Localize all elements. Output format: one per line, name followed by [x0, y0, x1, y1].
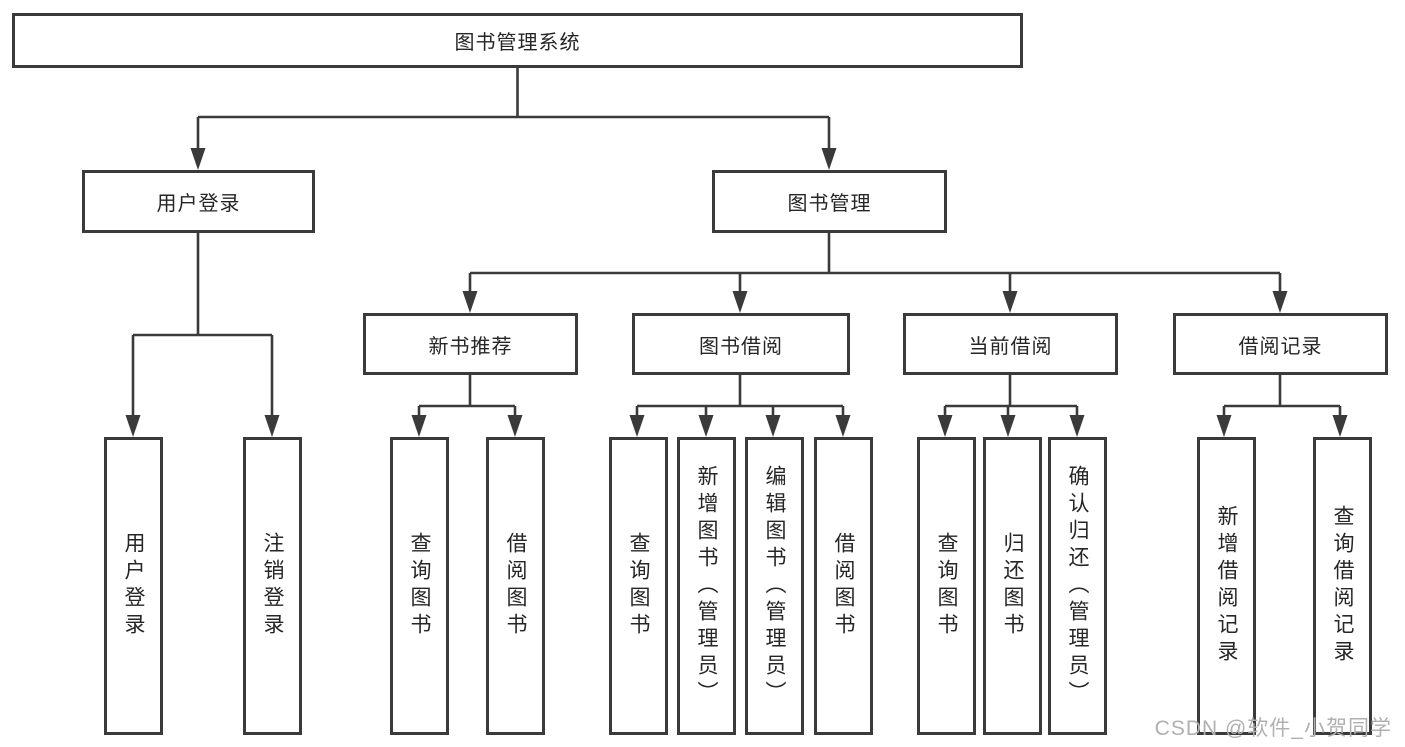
leaf-query-borrow-record: 查询借阅记录	[1313, 437, 1372, 735]
arrowheads	[125, 148, 1348, 437]
leaf-confirm-return-admin: 确认归还（管理员）	[1048, 437, 1107, 735]
leaf-borrow-books: 借阅图书	[814, 437, 873, 735]
leaf-query-books-recommend: 查询图书	[390, 437, 449, 735]
csdn-watermark: CSDN @软件_小贺同学	[1154, 717, 1392, 740]
leaf-edit-book-admin: 编辑图书（管理员）	[745, 437, 804, 735]
leaf-logout: 注销登录	[243, 437, 302, 735]
leaf-return-book: 归还图书	[983, 437, 1042, 735]
user-login-box: 用户登录	[82, 170, 315, 233]
current-borrow-box: 当前借阅	[903, 313, 1118, 375]
system-root-box: 图书管理系统	[12, 13, 1023, 68]
book-management-box: 图书管理	[712, 170, 947, 233]
leaf-borrow-books-recommend: 借阅图书	[486, 437, 545, 735]
leaf-query-books-borrow: 查询图书	[609, 437, 668, 735]
book-borrow-box: 图书借阅	[632, 313, 850, 375]
leaf-user-login: 用户登录	[104, 437, 163, 735]
leaf-query-books-current: 查询图书	[917, 437, 976, 735]
new-book-recommend-box: 新书推荐	[363, 313, 578, 375]
leaf-add-book-admin: 新增图书（管理员）	[677, 437, 736, 735]
leaf-add-borrow-record: 新增借阅记录	[1197, 437, 1256, 735]
borrow-record-box: 借阅记录	[1173, 313, 1388, 375]
